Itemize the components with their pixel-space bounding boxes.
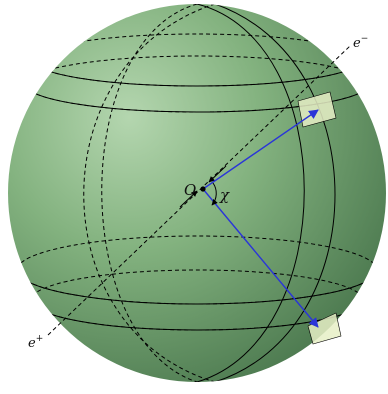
longitude-2-front [214,4,336,382]
e-minus-base: e [353,36,361,51]
e-minus-sup: − [361,34,369,44]
upper-band-bottom-front [24,83,370,113]
lower-detector-patch [307,312,342,345]
origin-point [200,186,206,192]
longitude-1-front [196,4,305,382]
angle-arc [211,182,218,206]
longitude-2-back [83,4,216,382]
e-plus-label: e+ [28,334,43,351]
e-minus-label: e− [353,34,368,51]
e-plus-base: e [28,336,36,351]
beam-arrow-from-e-plus [179,190,198,208]
lower-band-top-front [16,269,378,305]
angle-label: χ [219,186,230,204]
beam-arrow-from-e-minus [208,165,227,183]
longitude-1-back [101,4,198,382]
e-plus-sup: + [36,334,44,344]
origin-label: O [184,181,196,199]
upper-vector [202,109,319,190]
lower-vector [202,188,319,328]
